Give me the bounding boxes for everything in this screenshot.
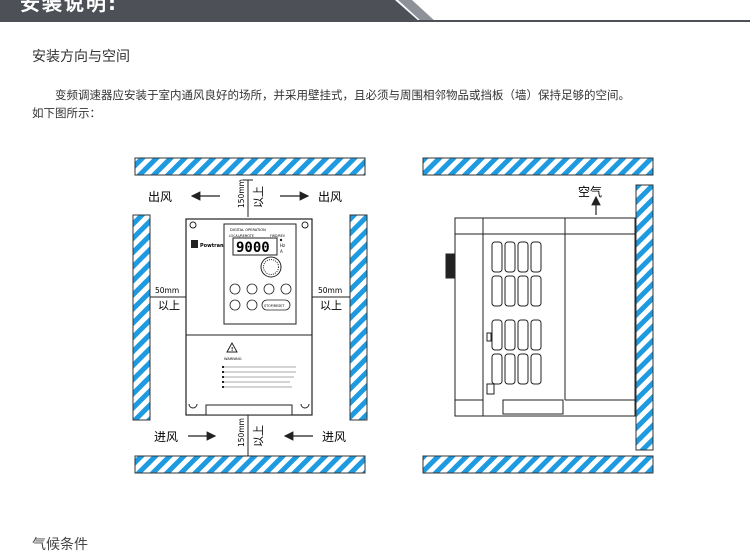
top-min-label: 以上 [252,186,265,208]
local-remote-label: LOCAL/REMOTE [229,234,254,238]
right-min-label: 以上 [320,299,342,312]
bottom-clearance-label: 150mm [237,418,246,447]
section-title-climate: 气候条件 [32,537,88,553]
keypad-button [263,283,275,295]
right-clearance-label: 50mm [318,286,342,295]
right-wall [349,214,368,421]
keypad-button [246,283,258,295]
header-banner-shape [0,0,750,22]
left-min-label: 以上 [158,299,180,312]
inverter-front: Powtran DIGITAL OPERATION LOCAL/REMOTE F… [185,218,313,416]
warning-title: WARNING [224,357,242,361]
brand-label: Powtran [200,243,224,249]
led-display [232,237,278,256]
keypad-button [229,299,241,311]
header-bar: 安装说明: [0,0,750,22]
top-clearance-label: 150mm [237,179,246,208]
svg-text:Hz: Hz [280,243,285,248]
warning-triangle-icon [226,341,238,353]
left-wall [132,214,151,421]
installation-paragraph-2: 如下图所示： [32,106,101,120]
side-top-wall [422,157,654,176]
stop-reset-button [261,299,291,311]
inlet-right-label: 进风 [322,430,346,444]
keypad-button [246,299,258,311]
svg-text:A: A [280,249,283,254]
inverter-side [445,217,636,417]
front-view-diagram: 出风 出风 进风 进风 150mm 以上 150mm 以上 50mm 以上 50… [132,157,368,474]
air-label: 空气 [578,184,602,199]
bottom-wall [134,455,366,474]
top-wall [134,157,366,176]
panel-caption: DIGITAL OPERATION [230,228,266,232]
inlet-left-label: 进风 [154,430,178,444]
display-value: 9000 [236,240,270,256]
left-clearance-label: 50mm [155,286,179,295]
svg-text:!: ! [231,347,233,353]
installation-paragraph: 变频调速器应安装于室内通风良好的场所，并采用壁挂式，且必须与周围相邻物品或挡板（… [55,88,630,102]
outlet-right-label: 出风 [318,190,342,204]
section-title-installation: 安装方向与空间 [32,49,130,65]
fwd-rev-label: FWD/REV [270,234,286,238]
stop-reset-label: STOP/RESET [264,304,285,308]
brand-logo-icon [191,240,198,248]
bottom-min-label: 以上 [252,425,265,447]
outlet-left-label: 出风 [148,190,172,204]
side-view-diagram: 空气 [422,157,654,474]
side-bottom-wall [422,455,654,474]
side-back-wall [635,184,654,451]
keypad-button [280,283,292,295]
header-title: 安装说明: [20,0,118,15]
keypad-button [229,283,241,295]
